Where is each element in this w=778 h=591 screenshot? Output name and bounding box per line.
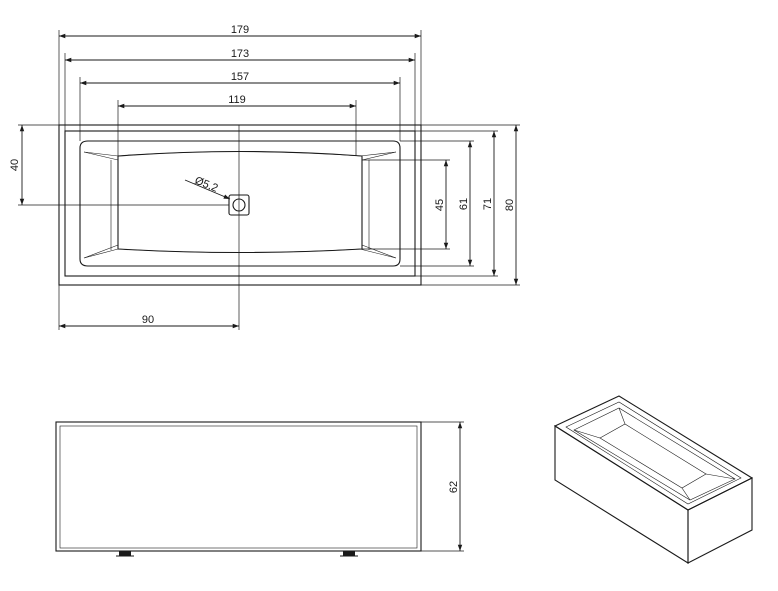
dim-label-45: 45 xyxy=(434,199,446,211)
basin-corner-line xyxy=(361,151,397,161)
dim-label-40: 40 xyxy=(9,159,21,171)
basin-corner-line xyxy=(83,151,119,161)
iso-basin xyxy=(573,407,736,501)
dim-label-61: 61 xyxy=(458,198,470,210)
tub-rim-outline xyxy=(64,130,416,277)
dim-label-119: 119 xyxy=(228,94,246,106)
drain-leader xyxy=(184,179,231,200)
dim-label-drain-diameter: Ø5,2 xyxy=(193,175,220,195)
tub-front-outer xyxy=(55,421,422,552)
dim-label-179: 179 xyxy=(231,24,249,36)
basin-bottom xyxy=(117,150,363,254)
dim-label-173: 173 xyxy=(231,48,249,60)
dim-label-62: 62 xyxy=(448,481,460,493)
plan-view: 179 173 157 119 90 40 Ø5,2 45 xyxy=(9,24,520,330)
tub-foot-right xyxy=(343,551,355,556)
tub-front-panel xyxy=(59,425,418,549)
iso-side-face xyxy=(687,477,753,564)
basin-corner-line xyxy=(361,244,397,259)
iso-basin-floor xyxy=(599,423,707,489)
iso-rim-inner xyxy=(565,401,742,505)
dim-label-90: 90 xyxy=(142,314,154,326)
isometric-view xyxy=(553,395,754,564)
basin-top-edge xyxy=(79,140,401,267)
dim-label-157: 157 xyxy=(231,71,249,83)
front-view: 62 xyxy=(55,421,464,557)
dim-label-80: 80 xyxy=(504,199,516,211)
iso-front-face xyxy=(554,425,689,564)
basin-corner-line xyxy=(83,244,119,259)
dim-label-71: 71 xyxy=(482,198,494,210)
tub-foot-left xyxy=(119,551,131,556)
